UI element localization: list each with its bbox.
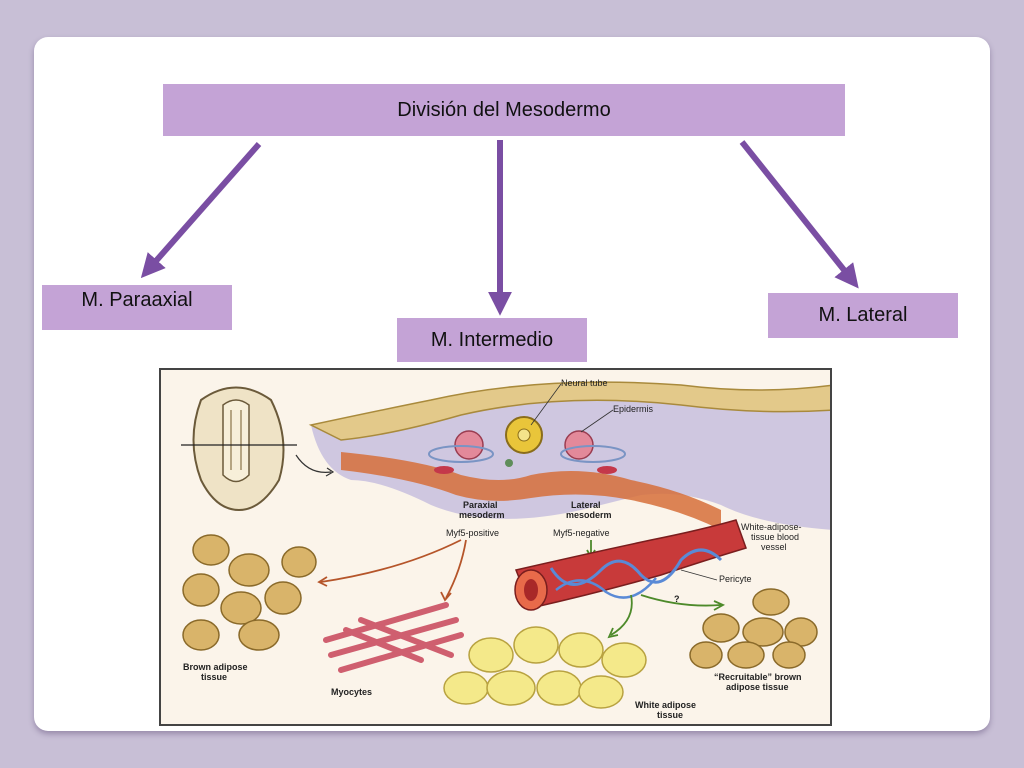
label-myocytes: Myocytes [331, 687, 372, 697]
paraxial-box: M. Paraaxial [42, 285, 232, 330]
brown-adipose-cells [182, 534, 317, 651]
arrow-to-lateral [739, 140, 859, 289]
label-vessel-3: vessel [761, 542, 787, 552]
embryo-illustration: Neural tube Epidermis Paraxial mesoderm … [159, 368, 832, 726]
label-brown-1: Brown adipose [183, 662, 248, 672]
label-lateral-1: Lateral [571, 500, 601, 510]
label-vessel-1: White-adipose- [741, 522, 802, 532]
label-neural-tube: Neural tube [561, 378, 608, 388]
label-white-1: White adipose [635, 700, 696, 710]
label-myf5-positive: Myf5-positive [446, 528, 499, 538]
label-question: ? [674, 594, 680, 604]
embryo-cross-section [308, 381, 830, 530]
label-pericyte: Pericyte [719, 574, 752, 584]
label-epidermis: Epidermis [613, 404, 654, 414]
label-white-2: tissue [657, 710, 683, 720]
white-adipose-cells [443, 626, 647, 709]
label-recruitable-2: adipose tissue [726, 682, 789, 692]
myocytes-fibers [323, 602, 464, 673]
label-paraxial-1: Paraxial [463, 500, 498, 510]
recruitable-brown-cells [689, 588, 818, 669]
paraxial-label: M. Paraaxial [81, 289, 193, 311]
blood-vessel [514, 519, 747, 611]
label-vessel-2: tissue blood [751, 532, 799, 542]
label-lateral-2: mesoderm [566, 510, 612, 520]
label-recruitable-1: “Recruitable” brown [714, 672, 802, 682]
label-myf5-negative: Myf5-negative [553, 528, 610, 538]
lateral-label: M. Lateral [818, 304, 908, 326]
arrow-to-paraxial [140, 142, 262, 279]
lateral-box: M. Lateral [768, 293, 958, 338]
diagram-title: División del Mesodermo [397, 98, 611, 121]
embryo-dorsal-view [181, 386, 335, 512]
title-box: División del Mesodermo [163, 84, 845, 136]
intermediate-label: M. Intermedio [430, 328, 554, 351]
label-brown-2: tissue [201, 672, 227, 682]
intermediate-box: M. Intermedio [397, 318, 587, 362]
label-paraxial-2: mesoderm [459, 510, 505, 520]
